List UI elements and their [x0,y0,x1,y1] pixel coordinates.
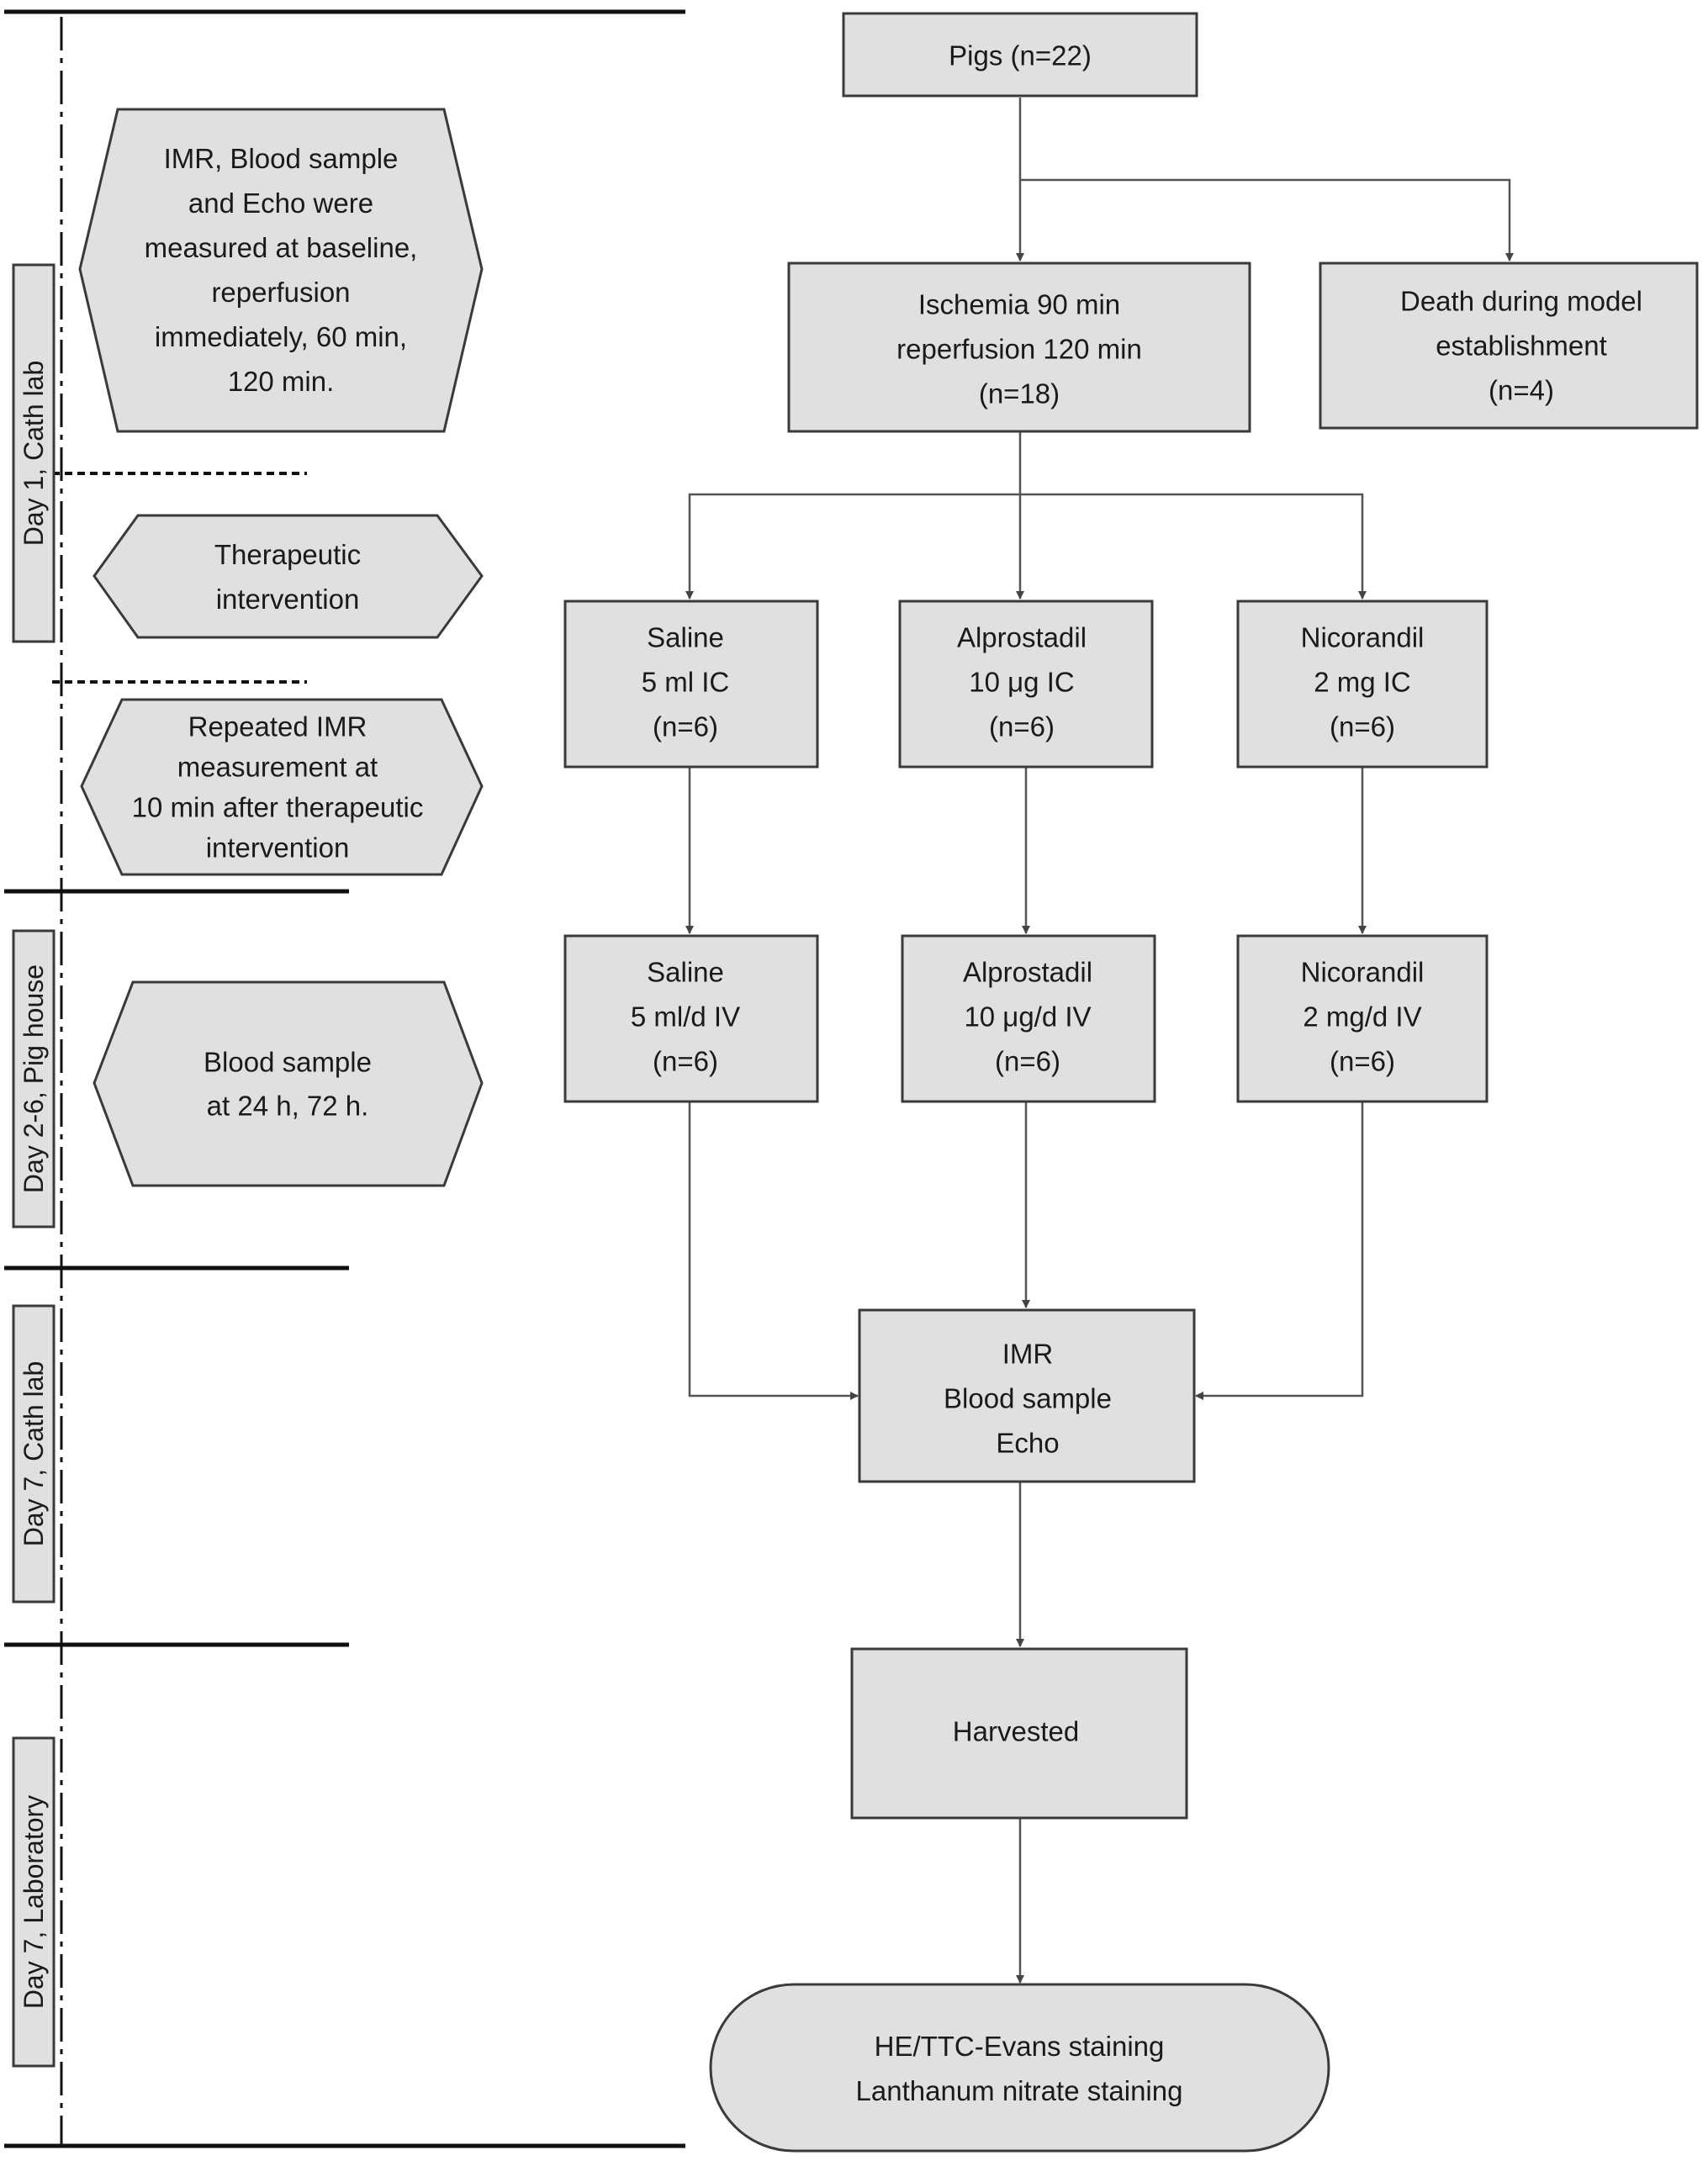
box-nicorandil-ic: Nicorandil 2 mg IC (n=6) [1236,600,1489,769]
connectors [685,98,1514,1984]
step-measurements: IMR, Blood sample and Echo were measured a… [78,108,484,433]
box-ischemia-model-text-line: (n=18) [979,378,1060,409]
box-death-text-line: (n=4) [1489,375,1554,406]
timeline-axis [4,9,685,2148]
box-ischemia-model-text-line: Ischemia 90 min [918,289,1120,320]
day-label-day7-lab: Day 7, Laboratory [12,1736,56,2068]
box-followup-measurements-text-line: IMR [1002,1339,1054,1370]
step-repeated-imr-text-line: 10 min after therapeutic [132,792,424,823]
step-repeated-imr-text-line: Repeated IMR [188,711,368,742]
box-ischemia-model-text: Ischemia 90 min reperfusion 120 min (n=18) [896,289,1142,409]
box-death: Death during model establishment (n=4) [1319,262,1699,430]
box-followup-measurements-text-line: Blood sample [944,1383,1112,1414]
connector-model-to-nicorandil-ic [1020,493,1367,600]
box-alprostadil-ic-text: Alprostadil 10 μg IC (n=6) [957,622,1087,742]
box-ischemia-model-text-line: reperfusion 120 min [896,334,1142,365]
box-saline-iv: Saline 5 ml/d IV (n=6) [563,934,819,1103]
step-repeated-imr-text-line: intervention [206,832,350,864]
box-alprostadil-ic: Alprostadil 10 μg IC (n=6) [898,600,1154,769]
connector-saline-iv-to-followup [688,1102,859,1400]
box-nicorandil-ic-text-line: (n=6) [1330,711,1395,742]
box-harvested-text-line: Harvested [953,1716,1079,1747]
connector-nicorandil-iv-to-followup [1195,1102,1364,1400]
box-saline-ic-text-line: (n=6) [653,711,718,742]
box-saline-ic: Saline 5 ml IC (n=6) [563,600,819,769]
step-blood-sample: Blood sample at 24 h, 72 h. [93,980,484,1187]
terminal-staining-text-line: HE/TTC-Evans staining [875,2031,1165,2062]
box-alprostadil-iv-text: Alprostadil 10 μg/d IV (n=6) [963,957,1092,1077]
step-therapeutic-intervention-text-line: intervention [216,584,360,615]
box-ischemia-model: Ischemia 90 min reperfusion 120 min (n=18) [787,262,1251,433]
box-death-text: Death during model establishment (n=4) [1400,286,1642,406]
box-nicorandil-ic-text-line: 2 mg IC [1314,667,1411,698]
box-saline-iv-text-line: Saline [647,957,724,988]
box-harvested: Harvested [850,1647,1188,1820]
step-therapeutic-intervention-text: Therapeutic intervention [214,539,361,615]
box-nicorandil-iv-text: Nicorandil 2 mg/d IV (n=6) [1301,957,1425,1077]
day-label-day2-6-text: Day 2-6, Pig house [19,964,49,1193]
box-alprostadil-iv-text-line: (n=6) [995,1046,1060,1077]
box-pigs-text: Pigs (n=22) [949,40,1092,71]
box-alprostadil-ic-text-line: (n=6) [989,711,1055,742]
box-saline-iv-text-line: (n=6) [653,1046,718,1077]
box-nicorandil-iv-text-line: Nicorandil [1301,957,1425,988]
step-measurements-text-line: IMR, Blood sample [164,143,399,174]
box-harvested-text: Harvested [953,1716,1079,1747]
box-death-text-line: Death during model [1400,286,1642,317]
step-measurements-text-line: 120 min. [228,366,335,397]
step-blood-sample-text-line: at 24 h, 72 h. [207,1091,369,1122]
step-measurements-text-line: immediately, 60 min, [155,321,407,352]
box-alprostadil-ic-text-line: Alprostadil [957,622,1087,653]
connector-model-to-saline-ic [685,493,1020,600]
step-therapeutic-intervention: Therapeutic intervention [93,514,484,639]
box-alprostadil-iv-text-line: Alprostadil [963,957,1092,988]
box-nicorandil-iv-text-line: 2 mg/d IV [1303,1001,1421,1033]
box-saline-ic-text: Saline 5 ml IC (n=6) [642,622,730,742]
box-alprostadil-iv-text-line: 10 μg/d IV [964,1001,1091,1033]
connector-start-to-death [1020,178,1514,262]
box-death-text-line: establishment [1436,330,1607,362]
day-label-day7-lab-text: Day 7, Laboratory [19,1795,49,2009]
day-label-day1: Day 1, Cath lab [12,263,56,643]
box-alprostadil-ic-text-line: 10 μg IC [969,667,1074,698]
day-label-day1-text: Day 1, Cath lab [19,361,49,547]
step-repeated-imr-text-line: measurement at [177,752,378,783]
step-measurements-text: IMR, Blood sample and Echo were measured a… [145,143,418,397]
box-nicorandil-ic-text: Nicorandil 2 mg IC (n=6) [1301,622,1425,742]
step-repeated-imr-text: Repeated IMR measurement at 10 min after t… [132,711,424,864]
box-alprostadil-iv: Alprostadil 10 μg/d IV (n=6) [901,934,1156,1103]
step-measurements-text-line: reperfusion [211,277,350,308]
box-pigs: Pigs (n=22) [842,12,1198,98]
box-saline-iv-text: Saline 5 ml/d IV (n=6) [631,957,740,1077]
step-blood-sample-text-line: Blood sample [204,1047,372,1078]
step-blood-sample-text: Blood sample at 24 h, 72 h. [204,1047,372,1122]
step-measurements-text-line: measured at baseline, [145,232,418,263]
box-nicorandil-ic-text-line: Nicorandil [1301,622,1425,653]
box-saline-ic-text-line: Saline [647,622,724,653]
day-label-day2-6: Day 2-6, Pig house [12,929,56,1228]
day-label-day7-cath: Day 7, Cath lab [12,1304,56,1604]
step-repeated-imr: Repeated IMR measurement at 10 min after t… [80,698,484,876]
box-saline-iv-text-line: 5 ml/d IV [631,1001,740,1033]
box-nicorandil-iv: Nicorandil 2 mg/d IV (n=6) [1236,934,1489,1103]
step-therapeutic-intervention-text-line: Therapeutic [214,539,361,570]
box-saline-ic-text-line: 5 ml IC [642,667,730,698]
day-label-day7-cath-text: Day 7, Cath lab [19,1361,49,1547]
box-pigs-text-line: Pigs (n=22) [949,40,1092,71]
box-followup-measurements-text-line: Echo [996,1428,1059,1459]
terminal-staining-text-line: Lanthanum nitrate staining [856,2075,1183,2106]
box-nicorandil-iv-text-line: (n=6) [1330,1046,1395,1077]
step-measurements-text-line: and Echo were [188,188,373,219]
